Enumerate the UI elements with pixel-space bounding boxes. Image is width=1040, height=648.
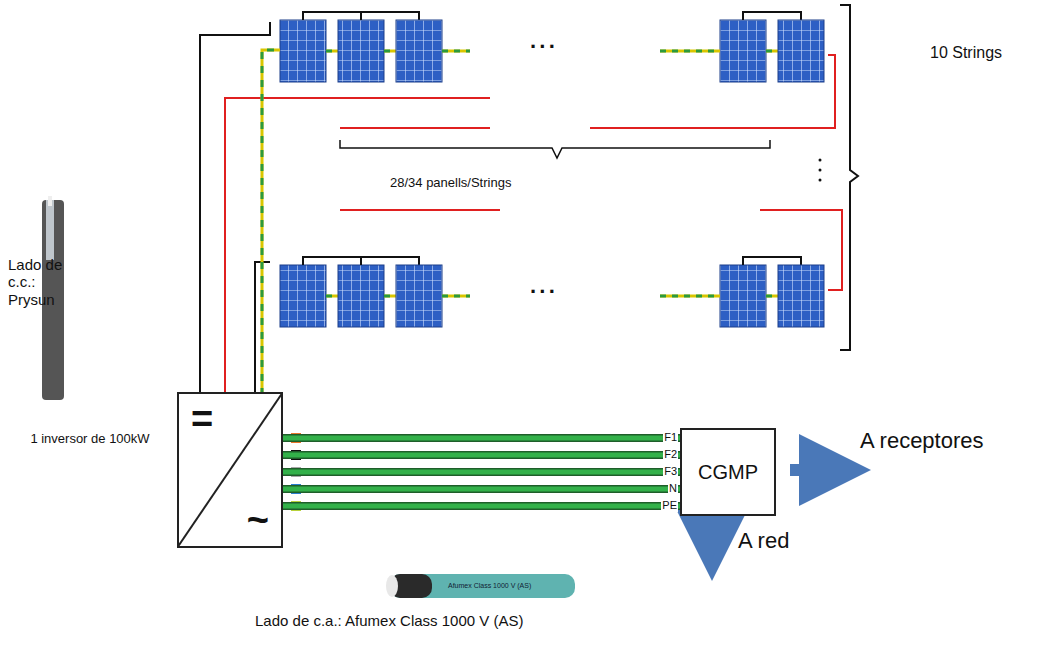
phase-label: F1	[663, 431, 678, 444]
jumper-wire	[303, 12, 361, 20]
cable-print: Afumex Class 1000 V (AS)	[448, 582, 531, 590]
jumper-wire	[303, 257, 361, 265]
ac-cable-image	[386, 574, 575, 598]
solar-panel	[338, 20, 384, 82]
phase-label: N	[668, 482, 678, 495]
earth-wire	[384, 295, 396, 298]
phase-label: F3	[663, 465, 678, 478]
earth-wire	[262, 50, 280, 395]
jumper-wire	[361, 12, 419, 20]
ac-cable-label: Lado de c.a.: Afumex Class 1000 V (AS)	[255, 612, 523, 629]
output-label: A receptores	[860, 428, 984, 453]
ac-cable-wire	[283, 489, 680, 490]
solar-panel	[338, 265, 384, 327]
solar-panel	[396, 265, 442, 327]
earth-wire	[442, 295, 470, 298]
dc-symbol: =	[191, 398, 213, 441]
inverter-label: 1 inversor de 100kW	[30, 432, 150, 447]
solar-panels	[280, 12, 824, 327]
string-wiring	[200, 22, 270, 395]
solar-panel	[720, 20, 766, 82]
vertical-dots	[819, 159, 822, 182]
inverter-box: =~	[177, 392, 283, 548]
box-label: CGMP	[698, 461, 758, 484]
solar-panel	[280, 265, 326, 327]
earth-wire	[766, 295, 778, 298]
earth-wire	[660, 50, 720, 53]
earth-wire	[384, 295, 396, 298]
earth-wire	[442, 295, 470, 298]
jumper-wire	[743, 12, 801, 20]
earth-wire	[442, 50, 470, 53]
ac-cable-wire	[283, 506, 680, 507]
earth-wire	[326, 295, 338, 298]
ellipsis: ···	[530, 34, 558, 59]
earth-wire	[660, 295, 720, 298]
earth-wire	[384, 50, 396, 53]
jumper-wire	[743, 257, 801, 265]
ac-cable-wire	[283, 438, 680, 439]
red-wiring	[225, 55, 842, 395]
bracket	[840, 5, 858, 350]
solar-panel	[778, 265, 824, 327]
ac-cable-wire	[283, 472, 680, 473]
cgmp-box: CGMP	[680, 428, 776, 516]
solar-panel	[720, 265, 766, 327]
earth-wire	[660, 50, 720, 53]
jumper-wire	[361, 257, 419, 265]
string-length-label: 28/34 panells/Strings	[390, 176, 511, 191]
solar-panel	[396, 20, 442, 82]
string-count-label: 10 Strings	[930, 44, 1002, 62]
earth-wire	[442, 50, 470, 53]
ac-symbol: ~	[247, 499, 269, 542]
earth-wire	[326, 295, 338, 298]
phase-label: PE	[661, 499, 678, 512]
earth-wire	[326, 50, 338, 53]
earth-wire	[660, 295, 720, 298]
earth-wire	[766, 50, 778, 53]
earth-wire	[766, 50, 778, 53]
ellipsis: ···	[530, 279, 558, 304]
solar-panel	[778, 20, 824, 82]
earth-wire	[384, 50, 396, 53]
bracket	[340, 140, 770, 158]
ac-cable-wire	[283, 455, 680, 456]
dc-cable-label: Lado de c.c.: Prysun	[8, 256, 70, 308]
output-label: A red	[738, 528, 789, 553]
solar-panel	[280, 20, 326, 82]
phase-label: F2	[663, 448, 678, 461]
earth-wire	[766, 295, 778, 298]
earth-wire	[326, 50, 338, 53]
